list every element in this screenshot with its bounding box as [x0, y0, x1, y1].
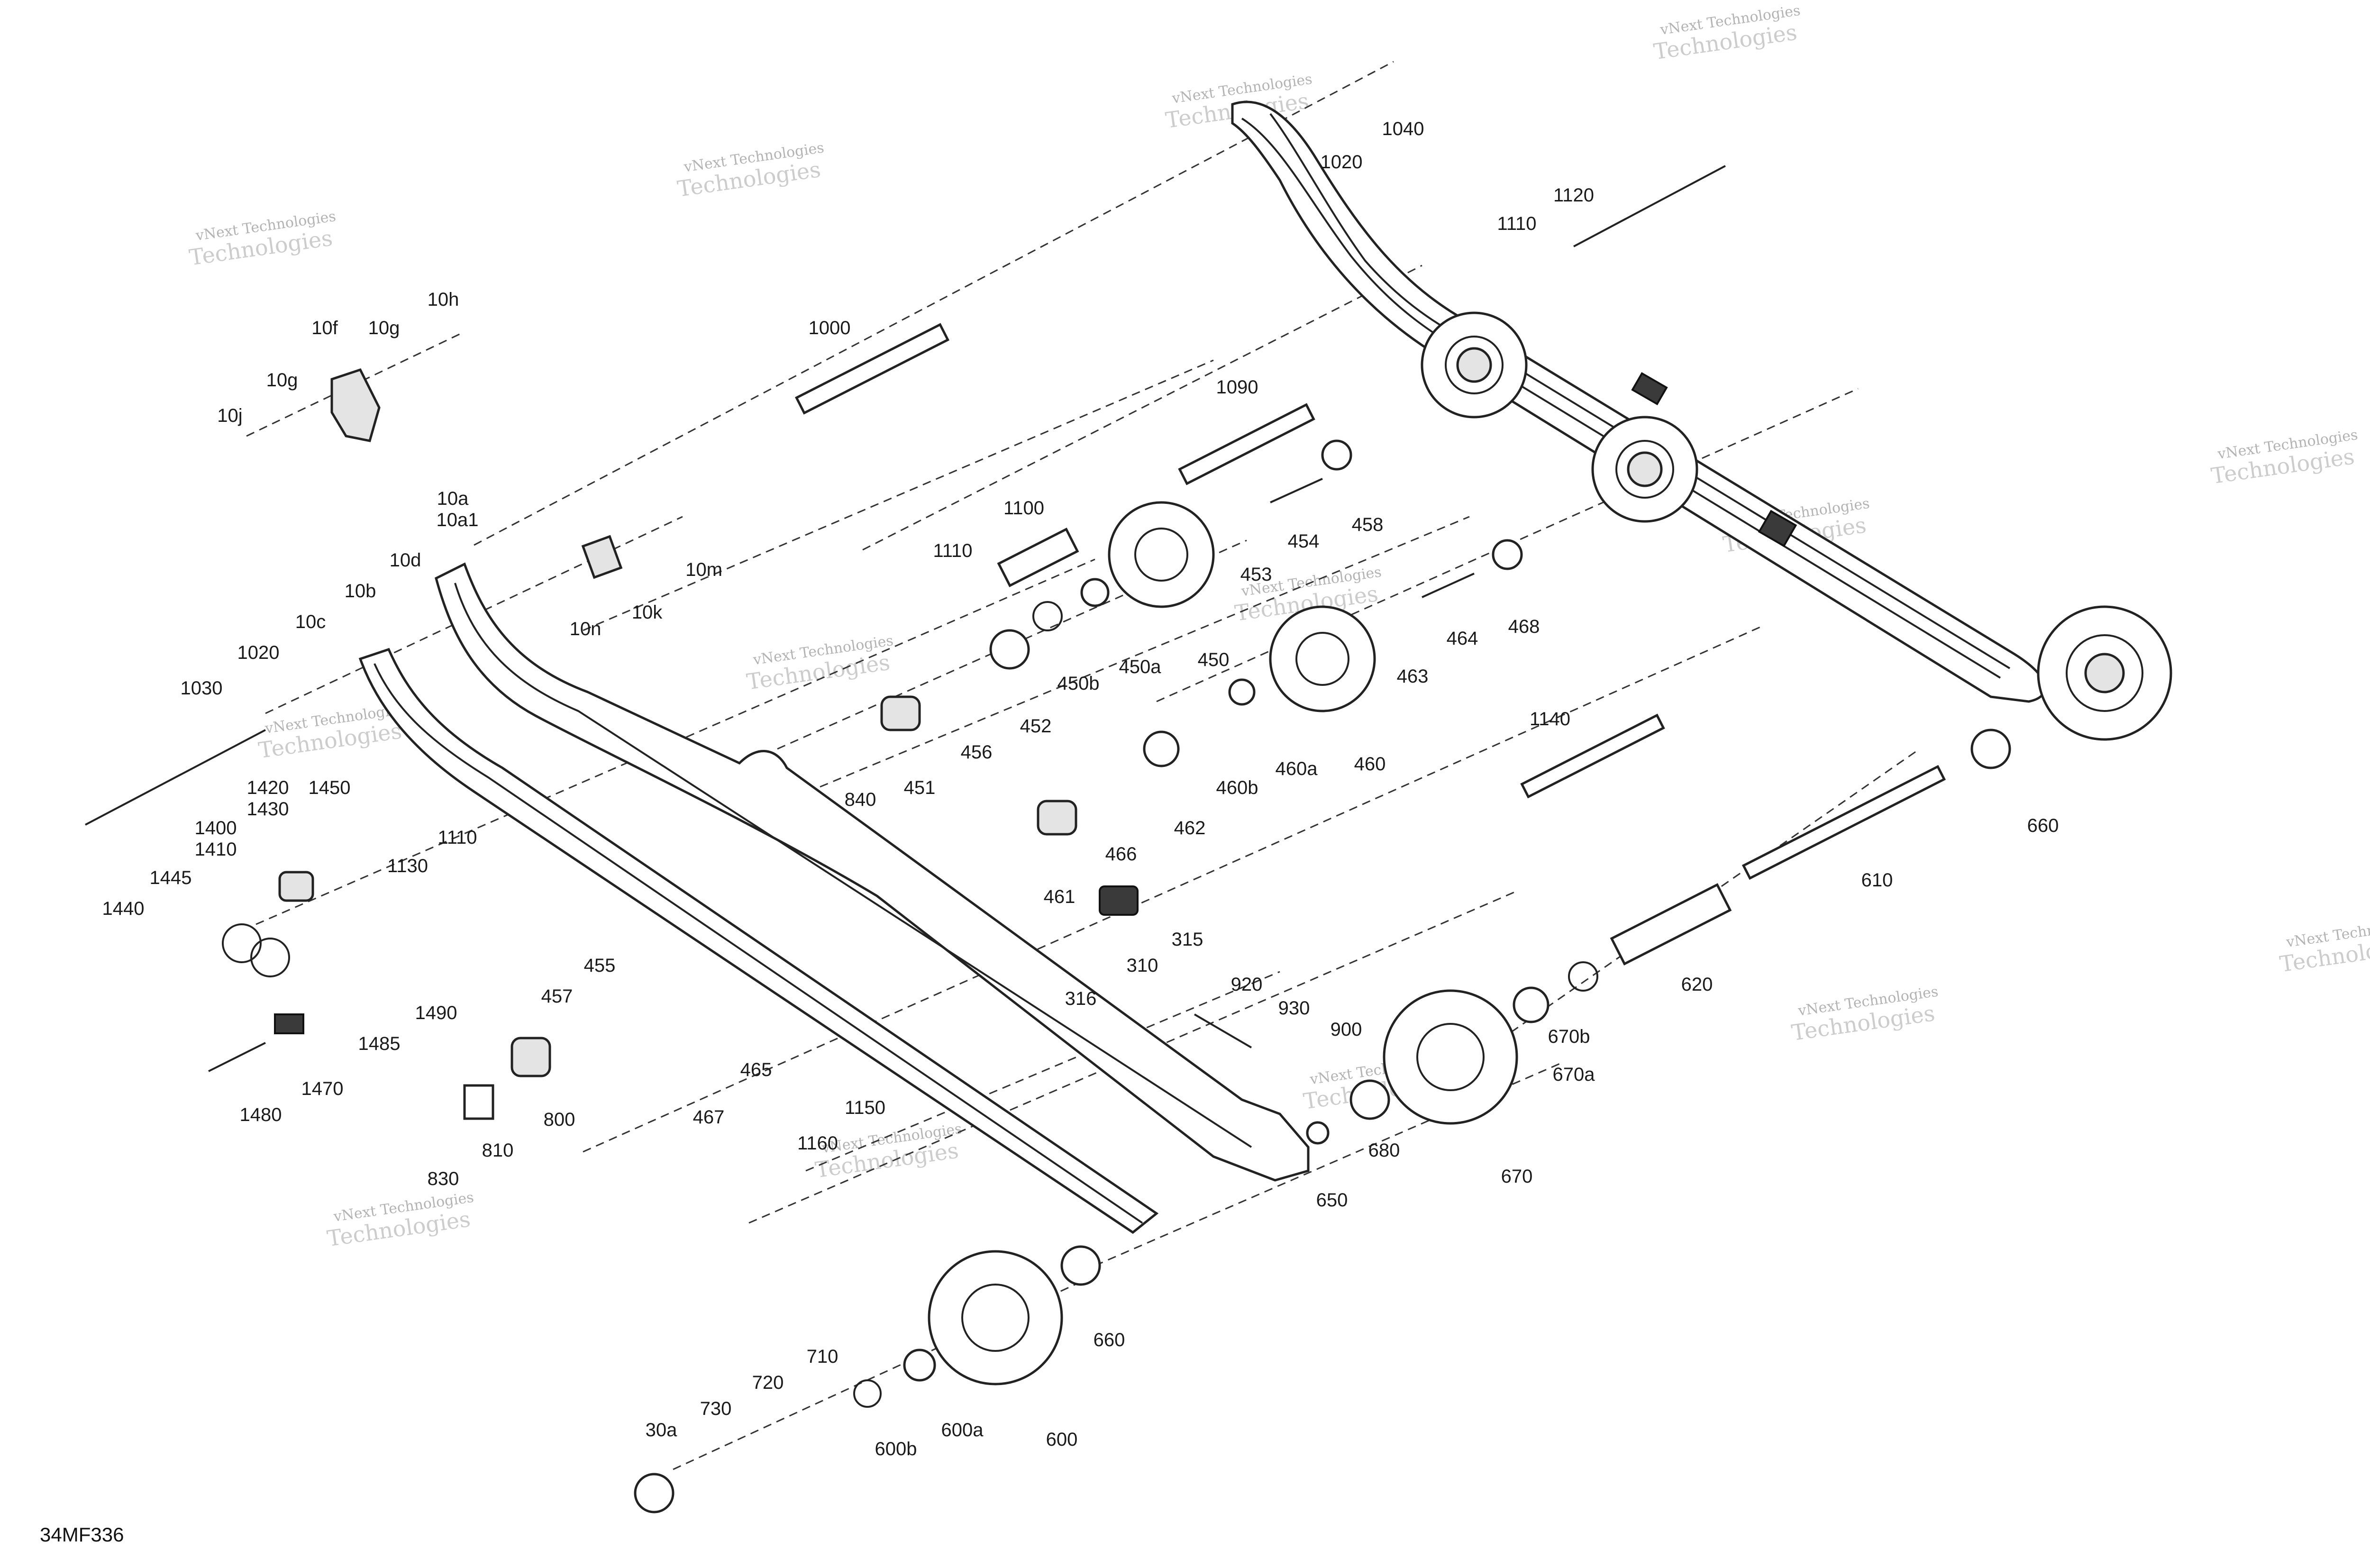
front-rail-assembly — [358, 562, 1310, 1234]
part-label: 464 — [1447, 628, 1478, 649]
part-label: 680 — [1368, 1140, 1400, 1161]
part-label: 660 — [1094, 1330, 1125, 1350]
part-label: 1450 — [309, 777, 351, 798]
part-label: 450 — [1198, 649, 1230, 670]
rear-rail-assembly — [1231, 100, 2172, 741]
part-label: 1100 — [1003, 498, 1044, 519]
part-label: 1130 — [387, 856, 428, 876]
part-label: 730 — [700, 1398, 732, 1419]
part-labels: 1040 1020 1120 1110 1000 1090 10h 10f 10g 10g 10j 1… — [102, 119, 2059, 1459]
part-label: 720 — [752, 1372, 784, 1393]
part-label: 600 — [1046, 1429, 1078, 1450]
part-label: 600b — [875, 1439, 917, 1459]
part-label: 10b — [345, 581, 376, 602]
part-label: 800 — [544, 1109, 575, 1130]
part-label: 466 — [1105, 844, 1137, 865]
drawing-code: 34MF336 — [40, 1523, 124, 1546]
part-label: 460b — [1216, 777, 1258, 798]
part-label: 1470 — [301, 1078, 344, 1099]
part-label: 463 — [1397, 666, 1429, 687]
part-label: 10n — [570, 619, 602, 639]
part-label: 316 — [1065, 988, 1097, 1009]
part-label: 660 — [2027, 815, 2059, 836]
part-label: 1020 — [237, 642, 280, 663]
part-label: 468 — [1508, 616, 1540, 637]
part-label: 450a — [1119, 656, 1162, 677]
part-label: 315 — [1172, 929, 1203, 950]
part-label: 456 — [961, 742, 993, 763]
part-label: 1110 — [933, 540, 972, 561]
part-label: 1160 — [797, 1133, 838, 1154]
part-label: 310 — [1127, 955, 1158, 976]
part-label: 1030 — [181, 678, 223, 699]
part-label: 1400 — [195, 818, 237, 839]
part-label: 454 — [1288, 531, 1320, 552]
part-label: 900 — [1331, 1019, 1362, 1040]
part-label: 10g — [266, 370, 298, 391]
part-label: 930 — [1278, 998, 1310, 1019]
part-label: 1110 — [1497, 213, 1536, 234]
part-label: 461 — [1044, 886, 1076, 907]
part-label: 452 — [1020, 716, 1052, 737]
part-label: 810 — [482, 1140, 514, 1161]
part-label: 840 — [845, 789, 876, 810]
part-label: 453 — [1240, 564, 1272, 585]
part-label: 1120 — [1553, 185, 1594, 206]
part-label: 1020 — [1321, 152, 1363, 173]
part-label: 1090 — [1216, 377, 1258, 398]
part-label: 10c — [295, 611, 326, 632]
part-label: 670a — [1553, 1064, 1595, 1085]
part-label: 1480 — [240, 1104, 282, 1125]
part-label: 1445 — [150, 867, 192, 888]
part-label: 458 — [1352, 514, 1384, 535]
part-label: 920 — [1231, 974, 1263, 995]
part-label: 451 — [904, 777, 936, 798]
part-label: 10a1 — [437, 510, 479, 530]
part-label: 1490 — [415, 1003, 457, 1023]
part-label: 1040 — [1382, 119, 1424, 139]
part-label: 10f — [311, 318, 338, 338]
part-label: 467 — [693, 1107, 725, 1128]
part-label: 670b — [1548, 1026, 1590, 1047]
part-label: 650 — [1316, 1190, 1348, 1211]
part-label: 10h — [428, 289, 459, 310]
part-label: 1000 — [809, 318, 851, 338]
part-label: 10a — [437, 488, 469, 509]
part-label: 10j — [217, 405, 242, 426]
part-label: 1430 — [247, 799, 289, 820]
part-label: 457 — [541, 986, 573, 1007]
part-label: 600a — [941, 1420, 984, 1440]
part-label: 830 — [428, 1168, 459, 1189]
part-label: 1410 — [195, 839, 237, 860]
part-label: 460a — [1276, 758, 1318, 779]
part-label: 1485 — [358, 1033, 401, 1054]
part-label: 462 — [1174, 818, 1206, 839]
loose-parts — [85, 165, 2011, 1513]
part-label: 30a — [646, 1420, 677, 1440]
part-label: 455 — [584, 955, 616, 976]
part-label: 710 — [807, 1346, 839, 1367]
part-label: 1110 — [438, 827, 477, 848]
part-label: 610 — [1861, 870, 1893, 891]
part-label: 1420 — [247, 777, 289, 798]
part-label: 1140 — [1530, 709, 1570, 729]
part-label: 10g — [368, 318, 400, 338]
part-label: 450b — [1057, 673, 1100, 694]
part-label: 1440 — [102, 898, 145, 919]
part-label: 670 — [1501, 1166, 1533, 1187]
part-label: 465 — [740, 1059, 772, 1080]
part-label: 10m — [685, 559, 722, 580]
part-label: 10k — [632, 602, 663, 623]
part-label: 460 — [1354, 754, 1386, 775]
part-label: 620 — [1681, 974, 1713, 995]
part-label: 1150 — [845, 1097, 885, 1118]
part-label: 10d — [390, 550, 421, 571]
